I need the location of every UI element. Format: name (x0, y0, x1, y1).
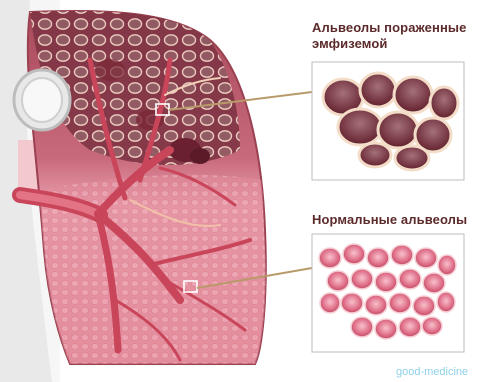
emphysema-label-line2: эмфиземой (312, 36, 466, 52)
emphysema-alveoli-label: Альвеолы пораженные эмфиземой (312, 20, 466, 52)
lung (28, 10, 270, 364)
aorta (14, 70, 70, 130)
normal-alveoli-label: Нормальные альвеолы (312, 212, 467, 228)
watermark: good-medicine (396, 366, 468, 378)
emphysema-label-line1: Альвеолы пораженные (312, 20, 466, 36)
normal-inset (312, 234, 464, 352)
emphysema-inset (312, 62, 464, 180)
